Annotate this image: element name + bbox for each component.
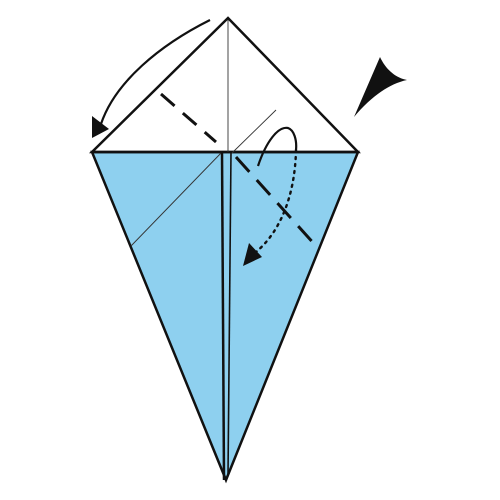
fold-under-arrow-right-solid [256, 126, 298, 167]
fold-under-arrow-right-head [243, 243, 262, 266]
fold-arrow-left [99, 19, 211, 125]
valley-fold-line-right [234, 155, 318, 248]
left-diagonal-crease [130, 151, 223, 247]
top-flap-white [88, 16, 361, 154]
right-flap-crease [231, 109, 277, 154]
center-flap-edge-right [227, 151, 232, 477]
center-flap-edge-left [220, 151, 226, 481]
kite-body-blue [90, 150, 360, 484]
fold-under-arrow-right-dotted [254, 148, 298, 254]
valley-fold-line-left [160, 92, 217, 144]
push-arrow [354, 57, 407, 117]
fold-arrow-left-head [92, 116, 109, 138]
